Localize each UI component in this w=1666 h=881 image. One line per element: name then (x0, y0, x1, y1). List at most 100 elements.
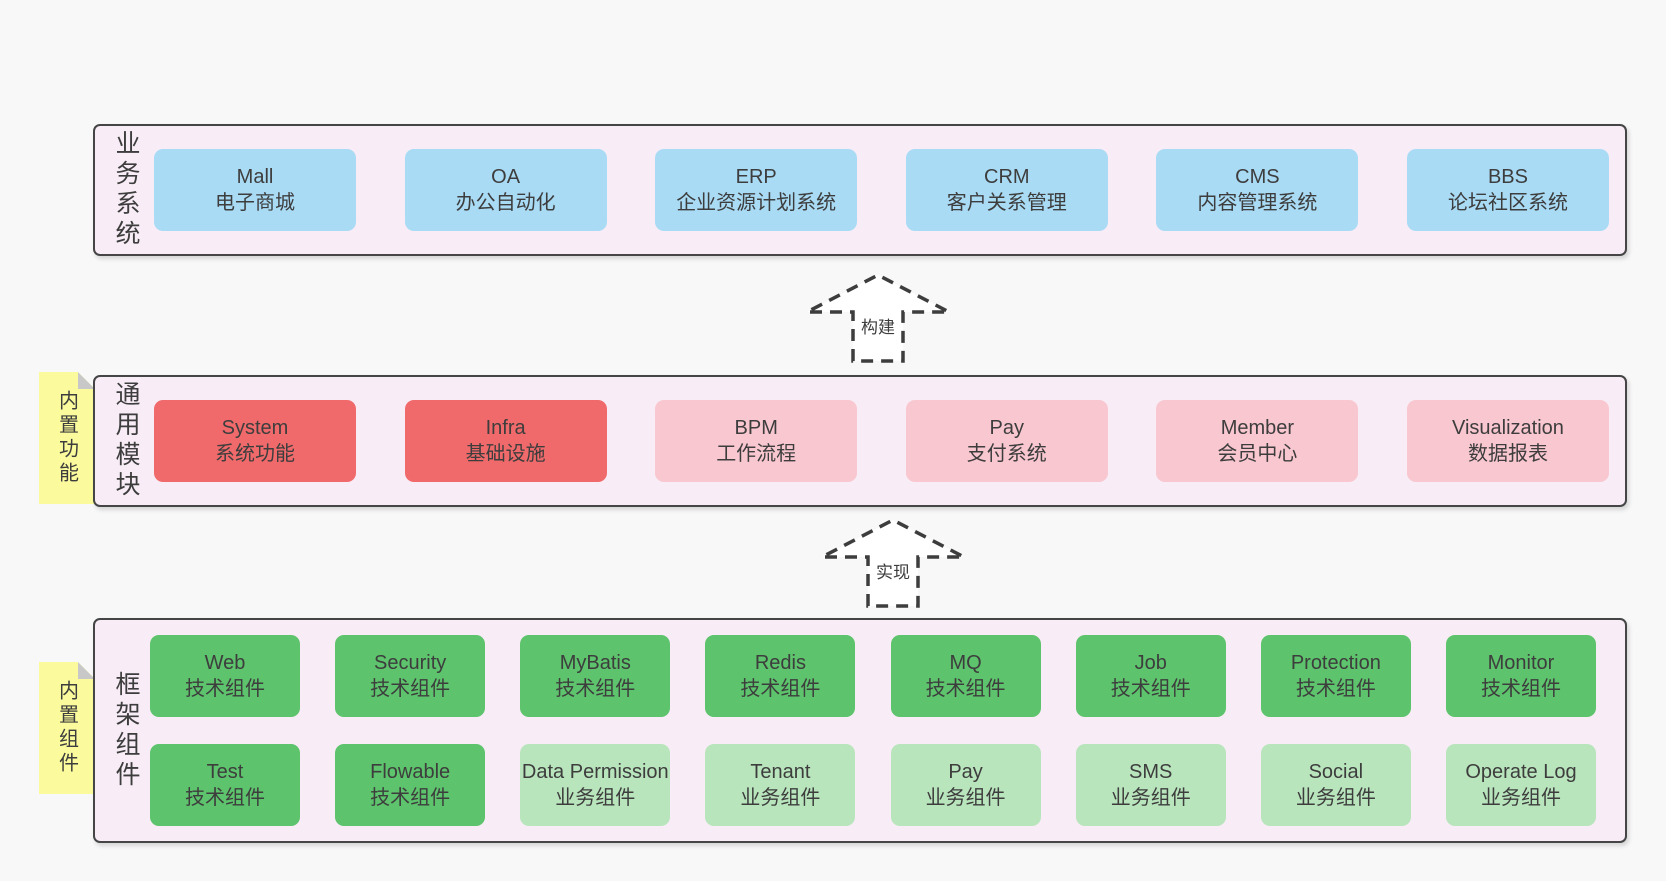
box-subtitle: 技术组件 (185, 678, 265, 700)
box-subtitle: 办公自动化 (455, 192, 556, 214)
box-subtitle: 技术组件 (1480, 678, 1561, 700)
box-title: MQ (949, 652, 982, 674)
box-subtitle: 内容管理系统 (1197, 192, 1318, 214)
box-title: CMS (1235, 166, 1280, 188)
box-subtitle: 业务组件 (740, 787, 821, 809)
box-subtitle: 论坛社区系统 (1447, 192, 1568, 214)
module-box-test: Test 技术组件 (150, 744, 300, 826)
module-box-job: Job 技术组件 (1075, 635, 1226, 717)
arrow-label-build: 构建 (858, 313, 898, 338)
box-subtitle: 支付系统 (966, 443, 1047, 465)
module-box-pay: Pay 支付系统 (905, 400, 1108, 482)
sticky-note-built-in-functions: 内置功能 (39, 372, 95, 504)
box-subtitle: 技术组件 (185, 787, 265, 809)
module-box-cms: CMS 内容管理系统 (1156, 149, 1359, 231)
box-title: BPM (734, 417, 778, 439)
box-subtitle: 系统功能 (215, 443, 295, 465)
box-title: Operate Log (1465, 761, 1577, 783)
common-modules-boxes: System 系统功能 Infra 基础设施 BPM 工作流程 Pay 支付系统 Member 会… (154, 377, 1609, 505)
module-box-sms: SMS 业务组件 (1075, 744, 1226, 826)
box-title: Social (1308, 761, 1364, 783)
box-subtitle: 业务组件 (1480, 787, 1561, 809)
box-title: Infra (485, 417, 526, 439)
box-subtitle: 技术组件 (740, 678, 821, 700)
module-box-protection: Protection 技术组件 (1260, 635, 1411, 717)
module-box-infra: Infra 基础设施 (404, 400, 607, 482)
box-title: ERP (735, 166, 777, 188)
module-box-pay: Pay 业务组件 (890, 744, 1041, 826)
module-box-tenant: Tenant 业务组件 (705, 744, 856, 826)
module-box-monitor: Monitor 技术组件 (1445, 635, 1596, 717)
arrow-label-implement-wrap: 实现 (820, 558, 966, 583)
box-title: MyBatis (559, 652, 631, 674)
box-title: Web (204, 652, 246, 674)
box-title: Member (1220, 417, 1295, 439)
layer-label-framework-components: 框架组件 (112, 670, 140, 791)
box-row: Mall 电子商城 OA 办公自动化 ERP 企业资源计划系统 CRM 客户关系管理 CMS 内容… (154, 149, 1609, 231)
layer-label-business-systems: 业务系统 (112, 130, 140, 250)
box-title: Test (206, 761, 244, 783)
module-box-web: Web 技术组件 (150, 635, 300, 717)
box-subtitle: 技术组件 (925, 678, 1006, 700)
box-title: Visualization (1452, 417, 1564, 439)
box-title: CRM (984, 166, 1030, 188)
module-box-data-permission: Data Permission 业务组件 (520, 744, 671, 826)
sticky-note-built-in-components: 内置组件 (39, 662, 95, 794)
module-box-crm: CRM 客户关系管理 (905, 149, 1108, 231)
box-title: Redis (754, 652, 806, 674)
sticky-note-text: 内置功能 (55, 390, 78, 486)
box-title: Tenant (750, 761, 811, 783)
module-box-member: Member 会员中心 (1156, 400, 1359, 482)
box-subtitle: 数据报表 (1467, 443, 1548, 465)
layer-business-systems: 业务系统 Mall 电子商城 OA 办公自动化 ERP 企业资源计划系统 CRM 客户关系管理… (93, 124, 1627, 256)
box-title: Flowable (370, 761, 451, 783)
box-subtitle: 业务组件 (555, 787, 636, 809)
box-title: Pay (989, 417, 1025, 439)
layer-label-common-modules: 通用模块 (112, 381, 140, 501)
module-box-oa: OA 办公自动化 (404, 149, 607, 231)
box-row: System 系统功能 Infra 基础设施 BPM 工作流程 Pay 支付系统 Member 会… (154, 400, 1609, 482)
layer-framework-components: 框架组件 Web 技术组件 Security 技术组件 MyBatis 技术组件 Redis… (93, 618, 1627, 843)
box-subtitle: 技术组件 (1110, 678, 1191, 700)
module-box-visualization: Visualization 数据报表 (1406, 400, 1609, 482)
box-title: System (221, 417, 289, 439)
box-subtitle: 技术组件 (555, 678, 636, 700)
box-title: Monitor (1487, 652, 1555, 674)
module-box-mq: MQ 技术组件 (890, 635, 1041, 717)
box-title: Protection (1290, 652, 1381, 674)
box-subtitle: 技术组件 (370, 787, 451, 809)
box-subtitle: 电子商城 (215, 192, 295, 214)
box-title: Data Permission (521, 761, 669, 783)
box-subtitle: 基础设施 (465, 443, 546, 465)
box-subtitle: 业务组件 (925, 787, 1006, 809)
box-subtitle: 工作流程 (716, 443, 797, 465)
box-subtitle: 客户关系管理 (946, 192, 1067, 214)
box-subtitle: 技术组件 (370, 678, 451, 700)
module-box-mall: Mall 电子商城 (154, 149, 356, 231)
sticky-note-text: 内置组件 (55, 680, 78, 776)
box-title: Mall (236, 166, 274, 188)
module-box-erp: ERP 企业资源计划系统 (655, 149, 858, 231)
box-subtitle: 技术组件 (1295, 678, 1376, 700)
box-subtitle: 业务组件 (1110, 787, 1191, 809)
module-box-social: Social 业务组件 (1260, 744, 1411, 826)
box-title: Pay (948, 761, 983, 783)
box-subtitle: 会员中心 (1217, 443, 1298, 465)
box-title: SMS (1129, 761, 1173, 783)
box-title: Security (374, 652, 447, 674)
box-title: Job (1134, 652, 1167, 674)
box-title: OA (491, 166, 521, 188)
layer-common-modules: 通用模块 System 系统功能 Infra 基础设施 BPM 工作流程 Pay 支付系统 Me… (93, 375, 1627, 507)
arrow-label-build-wrap: 构建 (805, 313, 951, 338)
box-title: BBS (1487, 166, 1528, 188)
box-subtitle: 企业资源计划系统 (676, 192, 837, 214)
box-subtitle: 业务组件 (1295, 787, 1376, 809)
module-box-bbs: BBS 论坛社区系统 (1406, 149, 1609, 231)
module-box-operate-log: Operate Log 业务组件 (1445, 744, 1596, 826)
arrow-label-implement: 实现 (873, 558, 913, 583)
module-box-flowable: Flowable 技术组件 (335, 744, 486, 826)
